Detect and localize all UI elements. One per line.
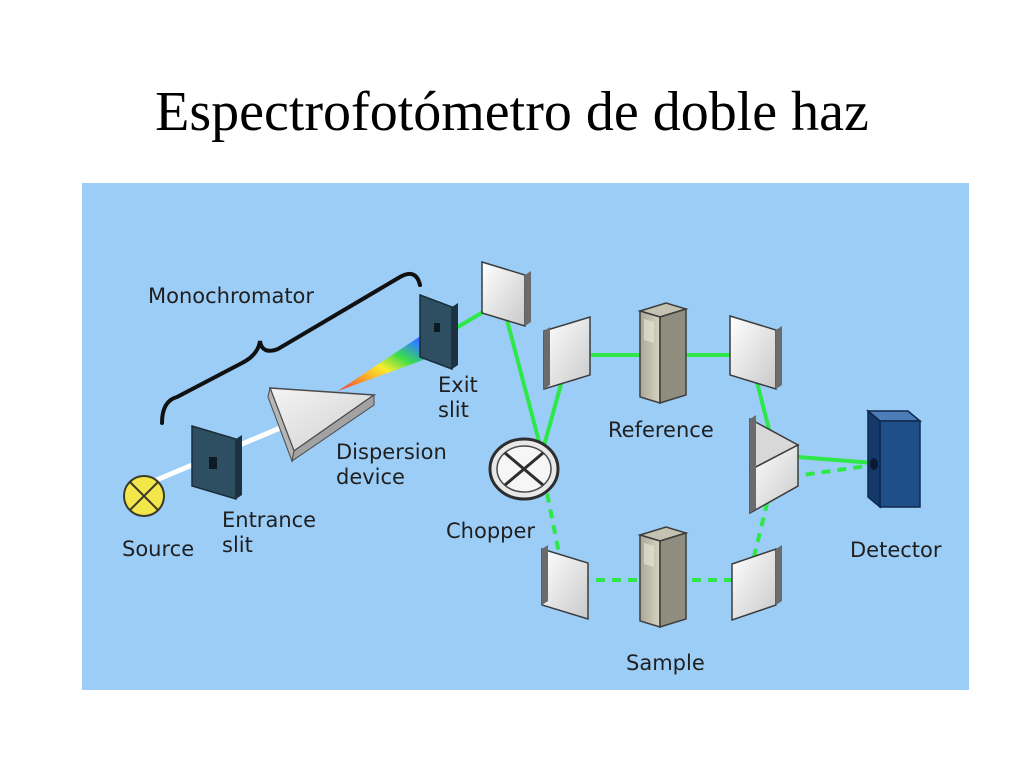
mirror-sample-left	[541, 545, 589, 621]
detector-icon	[865, 409, 923, 509]
mirror-sample-right	[731, 545, 782, 622]
mirror-reference-left	[543, 315, 591, 391]
label-dispersion-line1: Dispersion	[336, 440, 447, 464]
label-dispersion-line2: device	[336, 465, 405, 489]
mirror-exit	[481, 260, 531, 328]
beam-mirror-to-chopper	[500, 300, 544, 454]
label-chopper: Chopper	[446, 519, 535, 543]
label-monochromator: Monochromator	[148, 284, 314, 308]
chopper-icon	[488, 437, 560, 501]
slide-title: Espectrofotómetro de doble haz	[155, 81, 869, 143]
diagram-canvas: Monochromator Source Entrance slit Dispe…	[82, 183, 969, 690]
label-exit-line2: slit	[438, 398, 469, 422]
mirror-reference-right	[729, 314, 782, 391]
double-beam-spectrophotometer-diagram: Monochromator Source Entrance slit Dispe…	[82, 183, 969, 690]
label-detector: Detector	[850, 538, 942, 562]
monochromator-brace	[160, 271, 422, 425]
label-sample: Sample	[626, 651, 705, 675]
label-entrance-line2: slit	[222, 533, 253, 557]
dispersion-prism-icon	[267, 386, 377, 463]
combining-mirror	[749, 415, 800, 515]
exit-slit-icon	[419, 293, 458, 371]
entrance-slit-icon	[191, 424, 242, 501]
label-exit-line1: Exit	[438, 373, 478, 397]
sample-cuvette-icon	[637, 526, 689, 629]
reference-cuvette-icon	[637, 302, 689, 405]
label-entrance-line1: Entrance	[222, 508, 316, 532]
label-source: Source	[122, 537, 194, 561]
label-reference: Reference	[608, 418, 714, 442]
source-lamp-icon	[123, 475, 165, 517]
